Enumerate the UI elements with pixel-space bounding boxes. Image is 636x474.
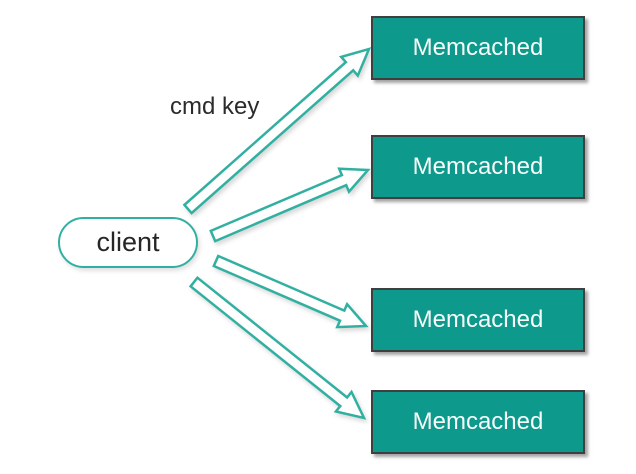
memcached-node-4: Memcached — [371, 390, 585, 454]
arrow-client-to-memcached-2 — [209, 167, 371, 243]
client-node-label: client — [96, 227, 160, 257]
memcached-node-label: Memcached — [412, 34, 544, 61]
memcached-node-label: Memcached — [412, 153, 544, 180]
memcached-node-3: Memcached — [371, 288, 585, 352]
arrow-client-to-memcached-4 — [188, 275, 367, 420]
memcached-node-1: Memcached — [371, 16, 585, 80]
client-node: client — [58, 217, 198, 268]
arrow-client-to-memcached-1 — [182, 47, 372, 215]
memcached-node-label: Memcached — [412, 408, 544, 435]
cmd-key-label: cmd key — [170, 93, 260, 120]
arrow-client-to-memcached-3 — [212, 254, 369, 329]
memcached-node-label: Memcached — [412, 306, 544, 333]
memcached-node-2: Memcached — [371, 135, 585, 199]
